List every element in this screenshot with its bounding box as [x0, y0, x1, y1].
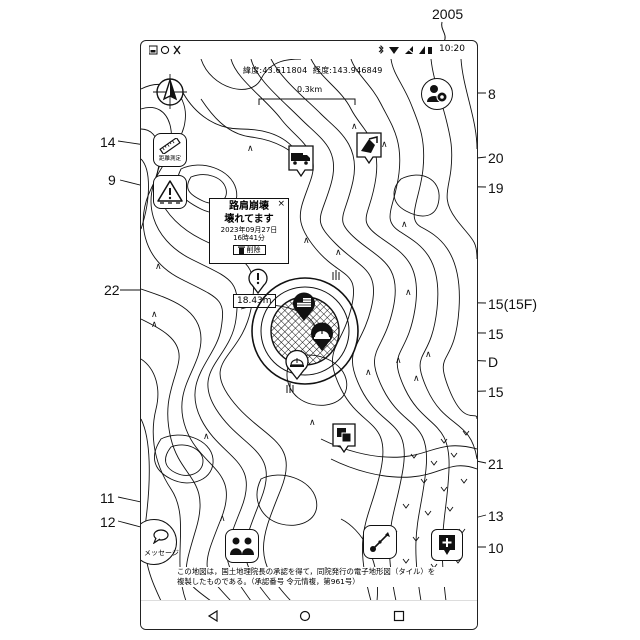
- ref-label-15f: 15(15F): [488, 296, 537, 312]
- svg-text:∧: ∧: [219, 514, 226, 524]
- compass-button[interactable]: [153, 71, 187, 109]
- compass-icon: [153, 71, 187, 109]
- layers-icon: [331, 422, 357, 456]
- svg-text:∧: ∧: [405, 288, 412, 298]
- scale-bar: [259, 99, 355, 105]
- add-report-button[interactable]: [431, 529, 463, 561]
- scale-label: 0.3km: [297, 85, 322, 94]
- latitude-value: 43.611804: [262, 66, 307, 75]
- distance-measure-button[interactable]: 距離測定: [153, 133, 187, 167]
- worker-marker-helmet[interactable]: [309, 321, 335, 357]
- phone-screen: 10:20: [140, 40, 478, 630]
- popup-title-line1: 路肩崩壊: [210, 201, 288, 214]
- ref-label-22: 22: [104, 282, 120, 298]
- members-button[interactable]: [225, 529, 259, 563]
- helmet-pin-outline-icon: [284, 349, 310, 381]
- ref-label-19: 19: [488, 180, 504, 196]
- popup-title-line2: 壊れてます: [210, 214, 288, 227]
- back-icon[interactable]: [207, 610, 219, 622]
- trash-icon: [238, 246, 245, 254]
- popup-close-button[interactable]: ×: [277, 199, 285, 210]
- ref-label-9: 9: [108, 172, 116, 188]
- notification-icons: [149, 45, 183, 55]
- helmet-pin-icon: [309, 321, 335, 353]
- svg-text:∧: ∧: [303, 236, 310, 246]
- ref-label-14: 14: [100, 134, 116, 150]
- route-button[interactable]: [363, 525, 397, 559]
- svg-text:∧: ∧: [151, 320, 158, 330]
- svg-text:∧: ∧: [309, 418, 316, 428]
- truck-icon: [287, 144, 315, 180]
- popup-time: 16時41分: [210, 234, 288, 242]
- warning-report-button[interactable]: [153, 175, 187, 209]
- map-credit: この地図は，国土地理院長の承認を得て，同院発行の電子地形図（タイル）を 複製した…: [177, 567, 467, 587]
- svg-text:∧: ∧: [151, 310, 158, 320]
- longitude-value: 143.946849: [332, 66, 382, 75]
- home-icon[interactable]: [299, 610, 311, 622]
- ref-label-21: 21: [488, 456, 504, 472]
- ref-label-15a: 15: [488, 326, 504, 342]
- group-icon: [229, 536, 255, 556]
- svg-text:∧: ∧: [413, 374, 420, 384]
- distance-measure-label: 距離測定: [159, 154, 181, 162]
- ref-label-15b: 15: [488, 384, 504, 400]
- recent-apps-icon[interactable]: [393, 610, 405, 622]
- popup-delete-label: 削除: [247, 246, 261, 254]
- credit-line1: この地図は，国土地理院長の承認を得て，同院発行の電子地形図（タイル）を: [177, 567, 467, 577]
- ref-label-10: 10: [488, 540, 504, 556]
- credit-line2: 複製したものである。（承認番号 令元情複，第961号）: [177, 577, 467, 587]
- system-status-icons: [377, 45, 437, 55]
- user-gear-icon: [426, 84, 448, 104]
- account-settings-button[interactable]: [421, 78, 453, 110]
- excavator-icon: [355, 131, 383, 165]
- layers-marker[interactable]: [331, 422, 357, 460]
- svg-text:∧: ∧: [335, 248, 342, 258]
- ref-label-d: D: [488, 354, 498, 370]
- speech-bubble-icon: [152, 528, 170, 544]
- message-label: メッセージ: [144, 548, 179, 558]
- vehicle-marker[interactable]: [287, 144, 315, 184]
- svg-text:∧: ∧: [155, 262, 162, 272]
- svg-text:∧: ∧: [247, 144, 254, 154]
- status-time: 10:20: [439, 44, 465, 54]
- coordinates-readout: 緯度:43.611804 経度:143.946849: [243, 65, 383, 76]
- ref-label-12: 12: [100, 514, 116, 530]
- hazard-report-popup[interactable]: × 路肩崩壊 壊れてます 2023年09月27日 16時41分 削除: [209, 198, 289, 264]
- status-bar: 10:20: [141, 41, 477, 59]
- construction-marker[interactable]: [355, 131, 383, 169]
- ref-label-11: 11: [100, 490, 115, 506]
- add-pin-icon: [437, 534, 457, 556]
- svg-text:∧: ∧: [395, 356, 402, 366]
- ruler-icon: [159, 138, 181, 154]
- popup-delete-button[interactable]: 削除: [233, 245, 266, 255]
- svg-text:∧: ∧: [401, 220, 408, 230]
- ref-label-8: 8: [488, 86, 496, 102]
- ref-label-20: 20: [488, 150, 504, 166]
- flag-pin-icon: [291, 291, 317, 323]
- navigation-bar: [141, 600, 477, 629]
- latitude-label: 緯度: [243, 66, 259, 75]
- route-icon: [368, 530, 392, 554]
- longitude-label: 経度: [313, 66, 329, 75]
- warning-icon: [156, 179, 184, 205]
- svg-text:∧: ∧: [425, 350, 432, 360]
- ref-label-13: 13: [488, 508, 504, 524]
- current-user-marker[interactable]: [284, 349, 310, 385]
- svg-text:∧: ∧: [203, 432, 210, 442]
